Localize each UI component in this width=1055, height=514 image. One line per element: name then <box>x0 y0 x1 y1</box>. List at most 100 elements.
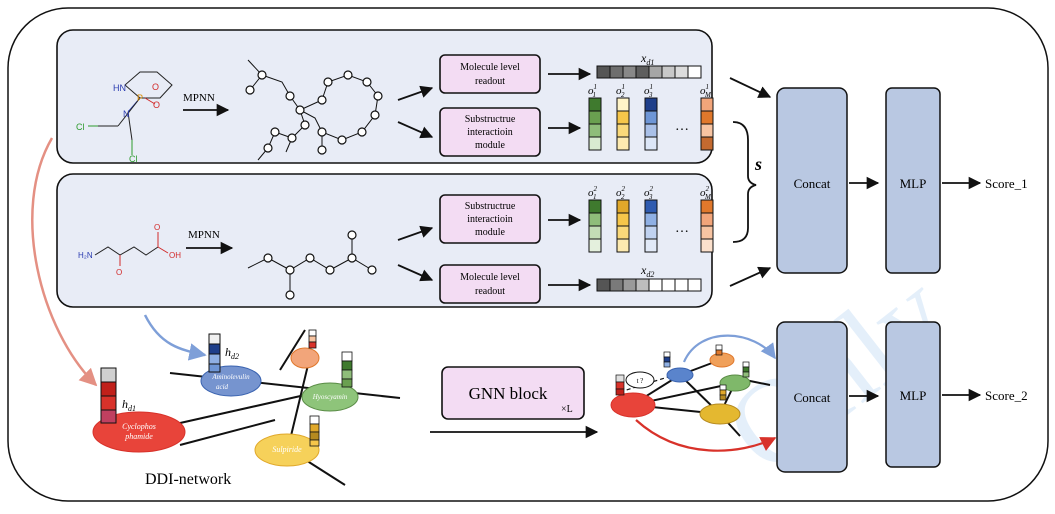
arrow-blue-to-concat-2 <box>682 334 776 363</box>
query-bubble <box>625 371 655 389</box>
arrow-to-substructure-2 <box>397 225 434 241</box>
hd1-vector <box>100 367 117 424</box>
node-label: Aminolevulin <box>211 373 250 381</box>
atom-label: HN <box>113 83 126 93</box>
ellipsis: … <box>675 221 689 236</box>
xd1-label: xd1 <box>640 51 654 67</box>
svg-text:o13: o13 <box>644 83 653 99</box>
drug1-graph-nodes <box>245 70 383 155</box>
out-node-green <box>719 374 751 392</box>
readout-line: readout <box>475 76 505 87</box>
o-vector-1-3 <box>644 97 658 151</box>
module-line: module <box>475 140 506 151</box>
xd1-vector <box>596 65 702 79</box>
svg-text:o21: o21 <box>588 185 598 201</box>
drug1-panel <box>56 29 713 164</box>
mpnn-label-1: MPNN <box>183 92 215 104</box>
o-vector-1-2 <box>616 97 630 151</box>
node-hyoscyamine <box>301 382 359 412</box>
drug2-molecule <box>94 232 169 266</box>
atom-label: H₂N <box>78 251 93 260</box>
query-edge <box>619 376 669 393</box>
readout-line: readout <box>475 286 505 297</box>
out-red-vector <box>615 374 625 396</box>
svg-text:o22: o22 <box>616 185 626 201</box>
molecule-readout-box-1 <box>439 54 541 94</box>
atom-label: N <box>123 109 130 119</box>
svg-text:o12: o12 <box>616 83 625 99</box>
drug1-molecule <box>88 71 173 155</box>
arrow-red-to-concat-2 <box>635 419 777 452</box>
atom-label: O <box>153 100 160 110</box>
concat-box-1 <box>776 87 848 274</box>
o-vector-2-2 <box>616 199 630 253</box>
arrow-xd1-to-concat <box>729 77 772 98</box>
hd2-vector <box>208 333 221 373</box>
atom-label: Cl <box>129 154 138 164</box>
concat-box-2 <box>776 321 848 473</box>
out-node-red <box>610 392 656 418</box>
module-line: interactioin <box>467 214 513 225</box>
hd1-label: hd1 <box>122 397 136 413</box>
arrow-to-substructure-1 <box>397 121 434 139</box>
module-line: interactioin <box>467 127 513 138</box>
node-label: Cyclophos <box>122 422 156 431</box>
node-aminolevulinic-acid <box>200 365 262 397</box>
arrow-xd2-to-concat <box>729 266 772 287</box>
gnn-block <box>441 366 585 420</box>
arrow-to-readout-1 <box>397 85 434 101</box>
out-green-vector <box>742 361 750 378</box>
gnn-suffix: ×L <box>561 404 573 415</box>
molecule-readout-box-2 <box>439 264 541 304</box>
atom-label: O <box>154 223 160 232</box>
readout-line: Molecule level <box>460 62 520 73</box>
score-2: Score_2 <box>985 388 1028 403</box>
orange-node-vector <box>308 329 317 349</box>
node-label: Hyoscyamin <box>312 393 348 401</box>
s-label: s <box>754 154 762 174</box>
hyoscyamine-vector <box>341 351 353 388</box>
arrow-drug1-to-network <box>31 137 98 387</box>
o-vector-1-m <box>700 97 714 151</box>
hd2-label: hd2 <box>225 345 239 361</box>
svg-text:o11: o11 <box>588 83 597 99</box>
svg-text:o23: o23 <box>644 185 654 201</box>
o-vector-1-1 <box>588 97 602 151</box>
mlp-label-1: MLP <box>900 176 927 191</box>
node-sulpiride <box>254 433 320 467</box>
mlp-label-2: MLP <box>900 388 927 403</box>
concat-label-1: Concat <box>794 176 831 191</box>
arrow-drug2-to-network <box>143 314 207 361</box>
drug2-graph-nodes <box>263 230 377 300</box>
ellipsis: … <box>675 119 689 134</box>
gnn-label: GNN block <box>469 384 548 403</box>
atom-label: O <box>116 268 122 277</box>
out-orange-vector <box>715 344 723 356</box>
out-node-yellow <box>699 403 741 425</box>
module-line: module <box>475 227 506 238</box>
substructure-module-box-1 <box>439 107 541 157</box>
svg-text:o2M: o2M <box>700 185 712 201</box>
readout-line: Molecule level <box>460 272 520 283</box>
xd2-vector <box>596 278 702 292</box>
o-vector-2-m <box>700 199 714 253</box>
score-1: Score_1 <box>985 176 1028 191</box>
query-label: t ? <box>637 377 644 385</box>
module-line: Substructrue <box>465 201 516 212</box>
module-line: Substructrue <box>465 114 516 125</box>
atom-label: O <box>152 82 159 92</box>
s-brace <box>732 121 757 243</box>
atom-label: P <box>137 93 143 103</box>
node-orange <box>290 347 320 369</box>
svg-text:o1M: o1M <box>700 83 712 99</box>
node-label: phamide <box>124 432 153 441</box>
concat-label-2: Concat <box>794 390 831 405</box>
ddi-network-title: DDI-network <box>145 471 231 488</box>
atom-label: OH <box>169 251 181 260</box>
mlp-box-2 <box>885 321 941 468</box>
out-yellow-vector <box>719 384 727 401</box>
sulpiride-vector <box>309 415 320 447</box>
mlp-box-1 <box>885 87 941 274</box>
